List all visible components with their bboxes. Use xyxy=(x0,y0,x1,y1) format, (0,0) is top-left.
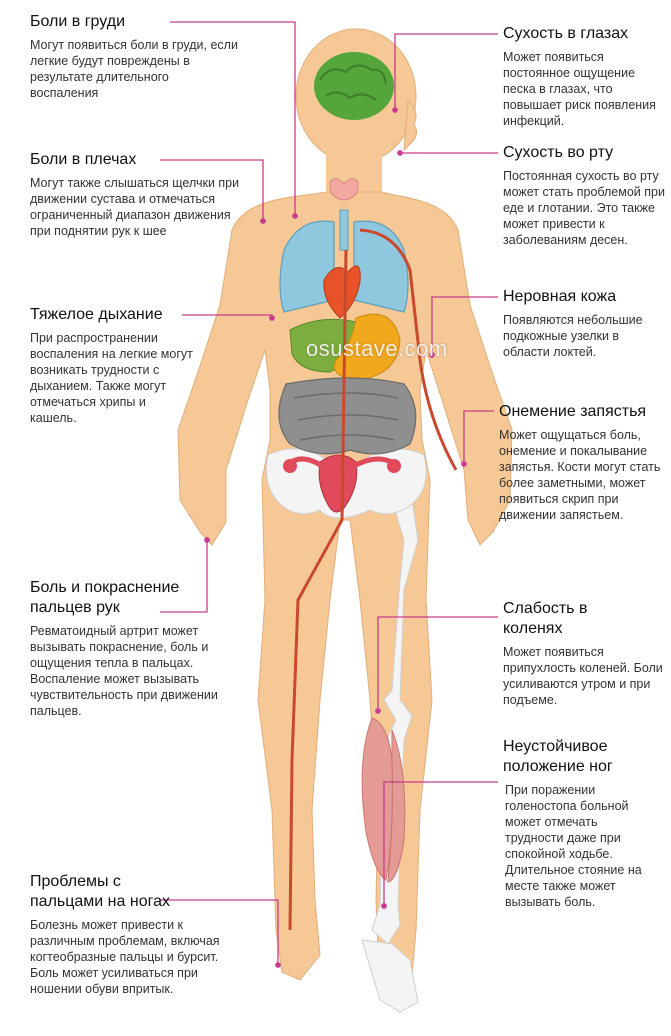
callout-text: Может ощущаться боль, онемение и покалыв… xyxy=(499,428,661,522)
arteries xyxy=(288,228,458,931)
brain xyxy=(314,52,394,120)
callout-uneven-skin: Неровная кожа Появляются небольшие подко… xyxy=(503,287,665,360)
callout-knee-weakness: Слабость в коленях Может появиться припу… xyxy=(503,599,669,708)
callout-title: Боли в плечах xyxy=(30,151,137,168)
callout-title: Онемение запястья xyxy=(499,403,647,420)
callout-title: Боли в груди xyxy=(30,13,126,30)
uterus xyxy=(283,454,401,513)
callout-title: Тяжелое дыхание xyxy=(30,306,163,323)
callout-title: Сухость в глазах xyxy=(503,25,629,42)
thyroid xyxy=(329,178,359,201)
callout-unstable-legs: Неустойчивое положение ног При поражении… xyxy=(503,737,651,910)
callout-text: При распространении воспаления на легкие… xyxy=(30,331,193,425)
callout-text: Могут появиться боли в груди, если легки… xyxy=(30,38,238,100)
callout-wrist-numbness: Онемение запястья Может ощущаться боль, … xyxy=(499,402,669,523)
callout-title: Неровная кожа xyxy=(503,288,617,305)
callout-title: Слабость в коленях xyxy=(503,600,588,637)
callout-shoulder-pain: Боли в плечах Могут также слышаться щелч… xyxy=(30,150,242,239)
callout-text: Могут также слышаться щелчки при движени… xyxy=(30,176,240,238)
callout-finger-pain: Боль и покраснение пальцев рук Ревматоид… xyxy=(30,578,235,719)
callout-text: Появляются небольшие подкожные узелки в … xyxy=(503,313,643,359)
intestines xyxy=(278,377,417,455)
callout-chest-pain: Боли в груди Могут появиться боли в груд… xyxy=(30,12,240,101)
callout-text: Может появиться постоянное ощущение песк… xyxy=(503,50,656,128)
callout-text: Постоянная сухость во рту может стать пр… xyxy=(503,169,665,247)
heart xyxy=(323,265,361,319)
callout-dry-eyes: Сухость в глазах Может появиться постоян… xyxy=(503,24,663,129)
callout-text: При поражении голеностопа больной может … xyxy=(505,783,642,909)
callout-text: Ревматоидный артрит может вызывать покра… xyxy=(30,624,218,718)
callout-text: Болезнь может привести к различным пробл… xyxy=(30,918,220,996)
calf-muscles xyxy=(361,717,406,883)
callout-title: Сухость во рту xyxy=(503,144,614,161)
callout-title: Проблемы с пальцами на ногах xyxy=(30,873,170,910)
callout-text: Может появиться припухлость коленей. Бол… xyxy=(503,645,663,707)
leader-lines xyxy=(160,21,498,968)
callout-heavy-breathing: Тяжелое дыхание При распространении восп… xyxy=(30,305,195,426)
callout-title: Неустойчивое положение ног xyxy=(503,738,613,775)
callout-dry-mouth: Сухость во рту Постоянная сухость во рту… xyxy=(503,143,665,248)
abdominal-organs xyxy=(289,313,401,381)
watermark: osustave.com xyxy=(306,336,448,361)
callout-title: Боль и покраснение пальцев рук xyxy=(30,579,180,616)
callout-toe-problems: Проблемы с пальцами на ногах Болезнь мож… xyxy=(30,872,240,997)
